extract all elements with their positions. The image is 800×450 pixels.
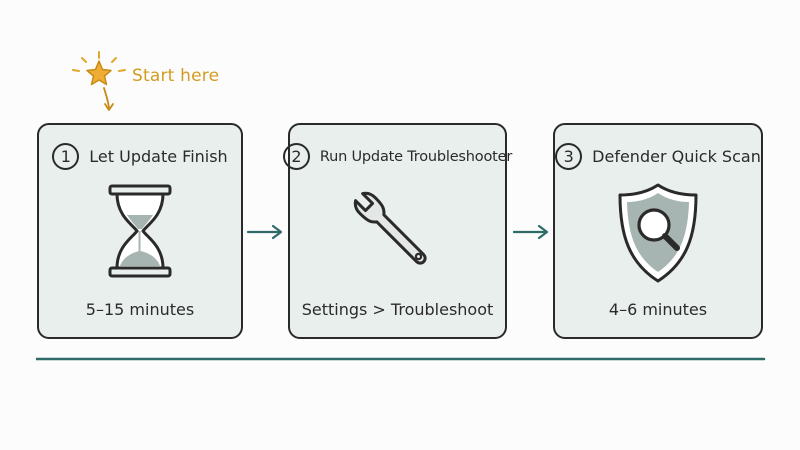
step-header: 1 Let Update Finish	[39, 143, 241, 170]
step-header: 3 Defender Quick Scan	[555, 143, 761, 170]
arrow-right-icon	[246, 224, 283, 240]
step-number: 2	[282, 143, 310, 170]
step-card-3: 3 Defender Quick Scan 4–6 minutes	[553, 123, 763, 339]
baseline-divider	[36, 357, 766, 361]
arrow-right-icon	[512, 224, 549, 240]
step-caption: 5–15 minutes	[85, 300, 195, 319]
step-number: 1	[52, 143, 80, 170]
step-caption: Settings > Troubleshoot	[301, 300, 494, 319]
step-title: Let Update Finish	[89, 147, 228, 166]
step-title: Run Update Troubleshooter	[319, 148, 513, 165]
step-card-2: 2 Run Update Troubleshooter Settings > T…	[282, 123, 512, 339]
step-caption: 4–6 minutes	[608, 300, 708, 319]
step-card-1: 1 Let Update Finish 5–15 minutes	[37, 123, 243, 339]
step-title: Defender Quick Scan	[592, 147, 761, 166]
wrench-icon	[353, 191, 427, 265]
shield-search-icon	[618, 183, 698, 283]
step-header: 2 Run Update Troubleshooter	[282, 143, 512, 170]
start-label: Start here	[132, 66, 220, 86]
hourglass-icon	[108, 184, 172, 278]
step-number: 3	[555, 143, 583, 170]
start-callout: Start here	[70, 50, 240, 120]
star-icon	[72, 51, 126, 111]
